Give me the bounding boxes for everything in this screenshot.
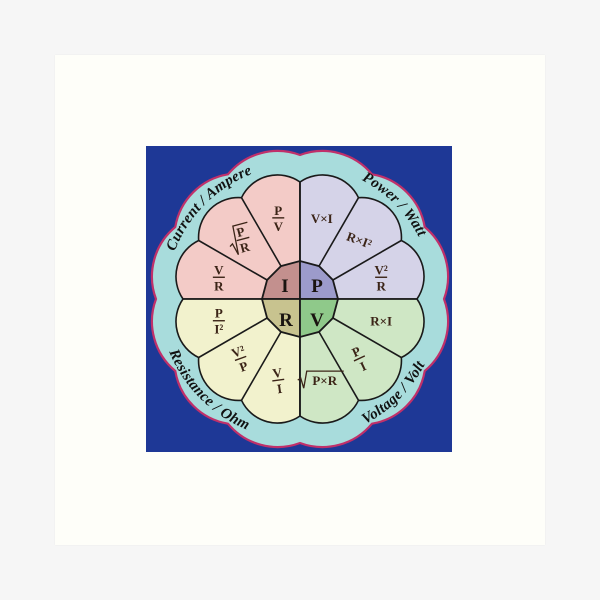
petal-divider-line xyxy=(198,239,268,281)
formula-current-1: PV xyxy=(272,203,285,234)
formula-voltage-1: R×I xyxy=(370,314,392,329)
formula-resistance-3: VI xyxy=(272,365,285,397)
formula-resistance-1: PI² xyxy=(212,306,225,337)
formula-power-3: V²R xyxy=(374,262,387,293)
petal-divider-line xyxy=(240,331,282,401)
formula-voltage-3: P×R xyxy=(297,370,344,389)
svg-text:V²: V² xyxy=(229,342,247,361)
svg-text:V²: V² xyxy=(374,262,387,277)
hub-letter-P: P xyxy=(311,276,323,297)
formula-power-1: V×I xyxy=(311,211,333,226)
petal-divider-line xyxy=(240,197,282,267)
quadrant-power xyxy=(299,174,425,300)
svg-text:P: P xyxy=(274,203,282,218)
svg-text:V: V xyxy=(214,262,224,277)
svg-text:I: I xyxy=(276,381,283,397)
svg-text:R×I: R×I xyxy=(370,314,392,329)
quadrant-resistance xyxy=(175,298,301,424)
hub-voltage xyxy=(299,298,340,339)
svg-text:P: P xyxy=(235,224,247,241)
quadrant-voltage xyxy=(299,298,425,424)
svg-text:R: R xyxy=(238,239,252,256)
svg-text:I²: I² xyxy=(214,322,223,337)
radical-sign xyxy=(229,221,248,255)
svg-text:V: V xyxy=(274,219,284,234)
petal-divider-line xyxy=(318,331,360,401)
petal-divider-line xyxy=(332,239,402,281)
formula-current-3: VR xyxy=(212,262,225,293)
petal-divider-line xyxy=(332,317,402,359)
svg-text:R: R xyxy=(214,278,224,293)
svg-text:V: V xyxy=(272,365,284,381)
svg-text:V×I: V×I xyxy=(311,211,333,226)
radical-sign xyxy=(297,370,344,389)
svg-text:R: R xyxy=(376,278,386,293)
petal-dividers xyxy=(183,182,417,416)
hub-letter-R: R xyxy=(279,310,293,331)
svg-text:I: I xyxy=(358,358,369,374)
svg-text:P: P xyxy=(215,306,223,321)
svg-text:P×R: P×R xyxy=(312,373,337,388)
quadrant-current xyxy=(175,174,301,300)
hub-letter-V: V xyxy=(310,310,324,331)
petal-sectors xyxy=(175,174,425,424)
hub-letter-I: I xyxy=(281,276,288,297)
formula-current-2: PR xyxy=(229,221,252,256)
petal-divider-line xyxy=(198,317,268,359)
petal-divider-line xyxy=(318,197,360,267)
